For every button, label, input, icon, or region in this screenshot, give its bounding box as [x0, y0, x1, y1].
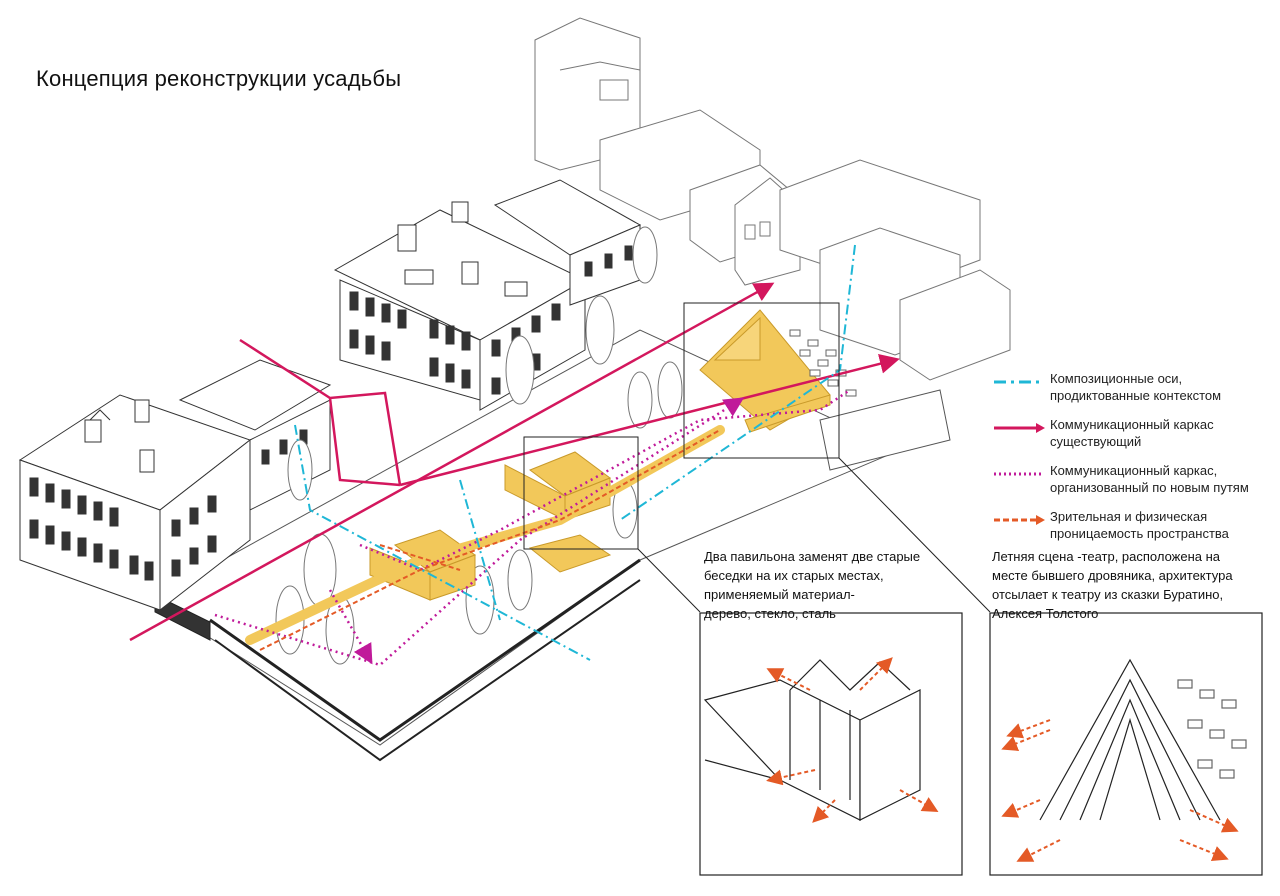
callout-frames	[523, 302, 991, 613]
back-building	[493, 179, 642, 306]
legend-new-line1: Коммуникационный каркас,	[1050, 463, 1218, 478]
existing-routes	[129, 282, 900, 642]
caption-pavilions: Два павильона заменят две старые беседки…	[704, 547, 944, 623]
legend-new: Коммуникационный каркас, организованный …	[992, 462, 1272, 502]
caption-theatre-line4: Алексея Толстого	[992, 606, 1099, 621]
legend: Композиционные оси, продиктованные конте…	[992, 370, 1272, 554]
legend-axes-line2: продиктованные контекстом	[1050, 388, 1222, 403]
caption-theatre: Летняя сцена -театр, расположена на мест…	[992, 547, 1262, 623]
dashed-arrow-line-icon	[994, 515, 1045, 525]
caption-pavilions-line1: Два павильона заменят две старые	[704, 549, 921, 564]
legend-axes: Композиционные оси, продиктованные конте…	[992, 370, 1272, 410]
caption-theatre-line1: Летняя сцена -театр, расположена на	[992, 549, 1221, 564]
page-title: Концепция реконструкции усадьбы	[36, 66, 402, 91]
legend-existing-line1: Коммуникационный каркас	[1050, 417, 1214, 432]
front-fence	[154, 558, 641, 762]
detail-panel-theatre	[989, 612, 1263, 876]
permeability-routes	[259, 429, 721, 651]
composition-axes	[294, 244, 856, 661]
caption-pavilions-line4: дерево, стекло, сталь	[704, 606, 836, 621]
solid-arrow-line-icon	[994, 423, 1045, 433]
legend-axes-line1: Композиционные оси,	[1050, 371, 1183, 386]
caption-pavilions-line3: применяемый материал-	[704, 587, 855, 602]
legend-new-line2: организованный по новым путям	[1050, 480, 1249, 495]
caption-pavilions-line2: беседки на их старых местах,	[704, 568, 884, 583]
legend-existing: Коммуникационный каркас существующий	[992, 416, 1272, 456]
dotted-line-icon	[994, 472, 1044, 476]
context-buildings	[534, 17, 1011, 381]
caption-theatre-line2: месте бывшего дровяника, архитектура	[992, 568, 1233, 583]
manor-building-left	[18, 394, 252, 612]
summer-theatre	[699, 309, 831, 433]
new-routes	[214, 388, 851, 667]
caption-theatre-line3: отсылает к театру из сказки Буратино,	[992, 587, 1224, 602]
trees	[275, 226, 683, 665]
legend-permeability-line2: проницаемость пространства	[1050, 526, 1229, 541]
manor-building-main	[333, 201, 587, 411]
legend-permeability-line1: Зрительная и физическая	[1050, 509, 1208, 524]
legend-permeability: Зрительная и физическая проницаемость пр…	[992, 508, 1272, 548]
detail-panel-pavilion	[699, 612, 963, 876]
legend-existing-line2: существующий	[1050, 434, 1142, 449]
dash-dot-line-icon	[994, 380, 1044, 384]
